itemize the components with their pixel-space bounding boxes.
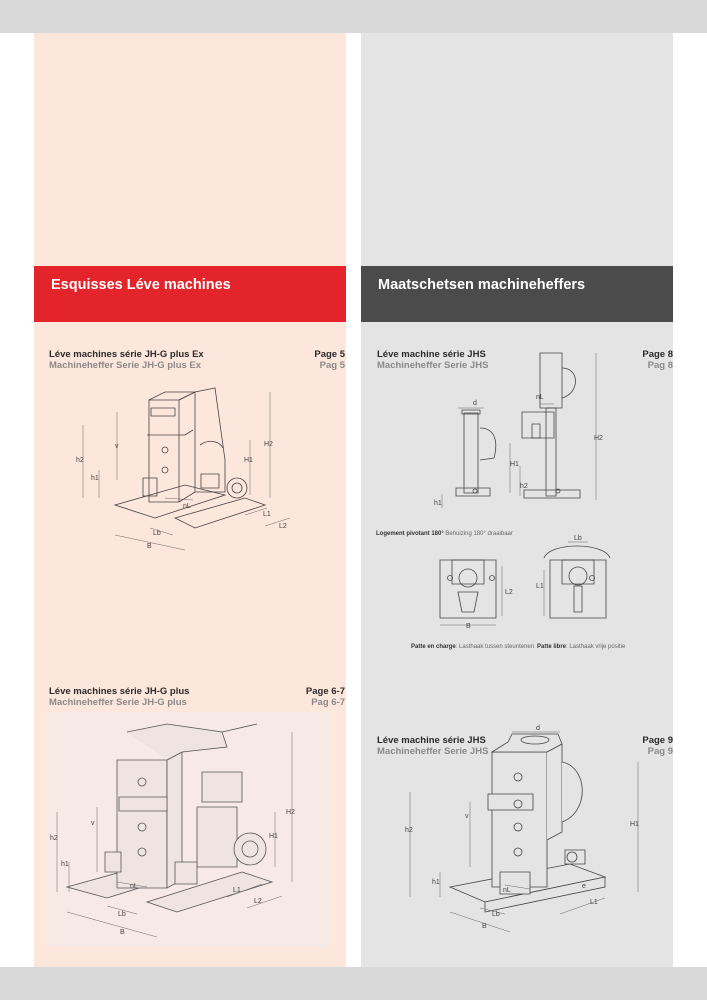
dim-h2: h2	[50, 835, 58, 842]
dim-e: e	[582, 883, 586, 890]
libre-caption-nl: : Lasthaak vrije positie	[566, 644, 626, 650]
pivot-caption: Logement pivotant 180° Behuizing 180° dr…	[376, 531, 513, 537]
dim-L1: L1	[263, 511, 271, 518]
dim-v: v	[465, 813, 469, 820]
jhs-detail-drawing: d h2 h1 v H1 nL Lb B L1 e	[405, 725, 639, 937]
dim-v: v	[115, 443, 119, 450]
page-ref-nl: Pag 6-7	[311, 697, 345, 708]
section-title-fr: Léve machine série JHS	[377, 735, 486, 746]
dim-h1: h1	[434, 500, 442, 507]
page-ref-fr: Page 8	[642, 349, 673, 360]
dim-Lb: Lb	[492, 911, 500, 918]
dim-L2: L2	[505, 589, 513, 596]
dim-H1: H1	[630, 821, 639, 828]
dim-h1: h1	[61, 861, 69, 868]
dim-L1: L1	[590, 899, 598, 906]
dim-H1: H1	[269, 833, 278, 840]
section-title-nl: Machineheffer Serie JH-G plus Ex	[49, 360, 202, 371]
bottom-bar	[0, 967, 707, 1000]
jhs-pivot-drawing: B L2 L1 Lb	[432, 535, 612, 630]
dim-h2: h2	[520, 483, 528, 490]
dim-L2: L2	[254, 898, 262, 905]
page-ref-fr: Page 5	[314, 349, 345, 360]
page-ref-nl: Pag 8	[647, 360, 673, 371]
section-title-nl: Machineheffer Serie JHS	[377, 360, 489, 371]
jhg-plus-drawing: h2 h1 v H2 H1 nL Lb B L1 L2	[50, 712, 295, 947]
dim-B: B	[120, 929, 125, 936]
dim-d: d	[473, 400, 477, 407]
top-bar	[0, 0, 707, 33]
pivot-caption-nl: Behuizing 180° draaibaar	[445, 531, 513, 537]
banner-right: Maatschetsen machineheffers	[361, 266, 673, 322]
page-ref-nl: Pag 9	[647, 746, 673, 757]
charge-caption-nl: : Lasthaak tussen steuntenen	[455, 644, 535, 650]
charge-caption: Patte en charge: Lasthaak tussen steunte…	[411, 644, 534, 650]
dim-L1: L1	[536, 583, 544, 590]
dim-nL: nL	[503, 887, 511, 894]
dim-nL: nL	[130, 883, 138, 890]
section-title-fr: Léve machines série JH-G plus	[49, 686, 190, 697]
dim-B: B	[147, 543, 152, 550]
dim-nL: nL	[183, 503, 191, 510]
dim-h1: h1	[432, 879, 440, 886]
page-ref-fr: Page 9	[642, 735, 673, 746]
dim-Lb: Lb	[153, 530, 161, 537]
dim-Lb: Lb	[118, 911, 126, 918]
section-title-nl: Machineheffer Serie JHS	[377, 746, 489, 757]
dim-B: B	[466, 623, 471, 630]
dim-d: d	[536, 725, 540, 732]
dim-Lb: Lb	[574, 535, 582, 542]
section-title-fr: Léve machines série JH-G plus Ex	[49, 349, 204, 360]
libre-caption-fr: Patte libre	[537, 644, 567, 650]
libre-caption: Patte libre: Lasthaak vrije positie	[537, 644, 625, 650]
section-title-nl: Machineheffer Serie JH-G plus	[49, 697, 187, 708]
dim-H1: H1	[244, 457, 253, 464]
dim-L2: L2	[279, 523, 287, 530]
dim-h1: h1	[91, 475, 99, 482]
banner-left: Esquisses Léve machines	[34, 266, 346, 322]
dim-v: v	[91, 820, 95, 827]
dim-B: B	[482, 923, 487, 930]
page-ref-nl: Pag 5	[319, 360, 345, 371]
dim-H2: H2	[594, 435, 603, 442]
dim-nL: nL	[536, 394, 544, 401]
dim-H1: H1	[510, 461, 519, 468]
dim-h2: h2	[405, 827, 413, 834]
pivot-caption-fr: Logement pivotant 180°	[376, 531, 444, 537]
jhg-plus-ex-drawing: h2 h1 v H2 H1 nL Lb B L1 L2	[76, 380, 315, 550]
dim-L1: L1	[233, 887, 241, 894]
dim-H2: H2	[286, 809, 295, 816]
dim-h2: h2	[76, 457, 84, 464]
page-ref-fr: Page 6-7	[305, 686, 345, 697]
dim-H2: H2	[264, 441, 273, 448]
charge-caption-fr: Patte en charge	[411, 644, 456, 650]
jhs-elevation-drawing: d h1 H1 h2 H2 nL	[434, 348, 603, 508]
section-title-fr: Léve machine série JHS	[377, 349, 486, 360]
